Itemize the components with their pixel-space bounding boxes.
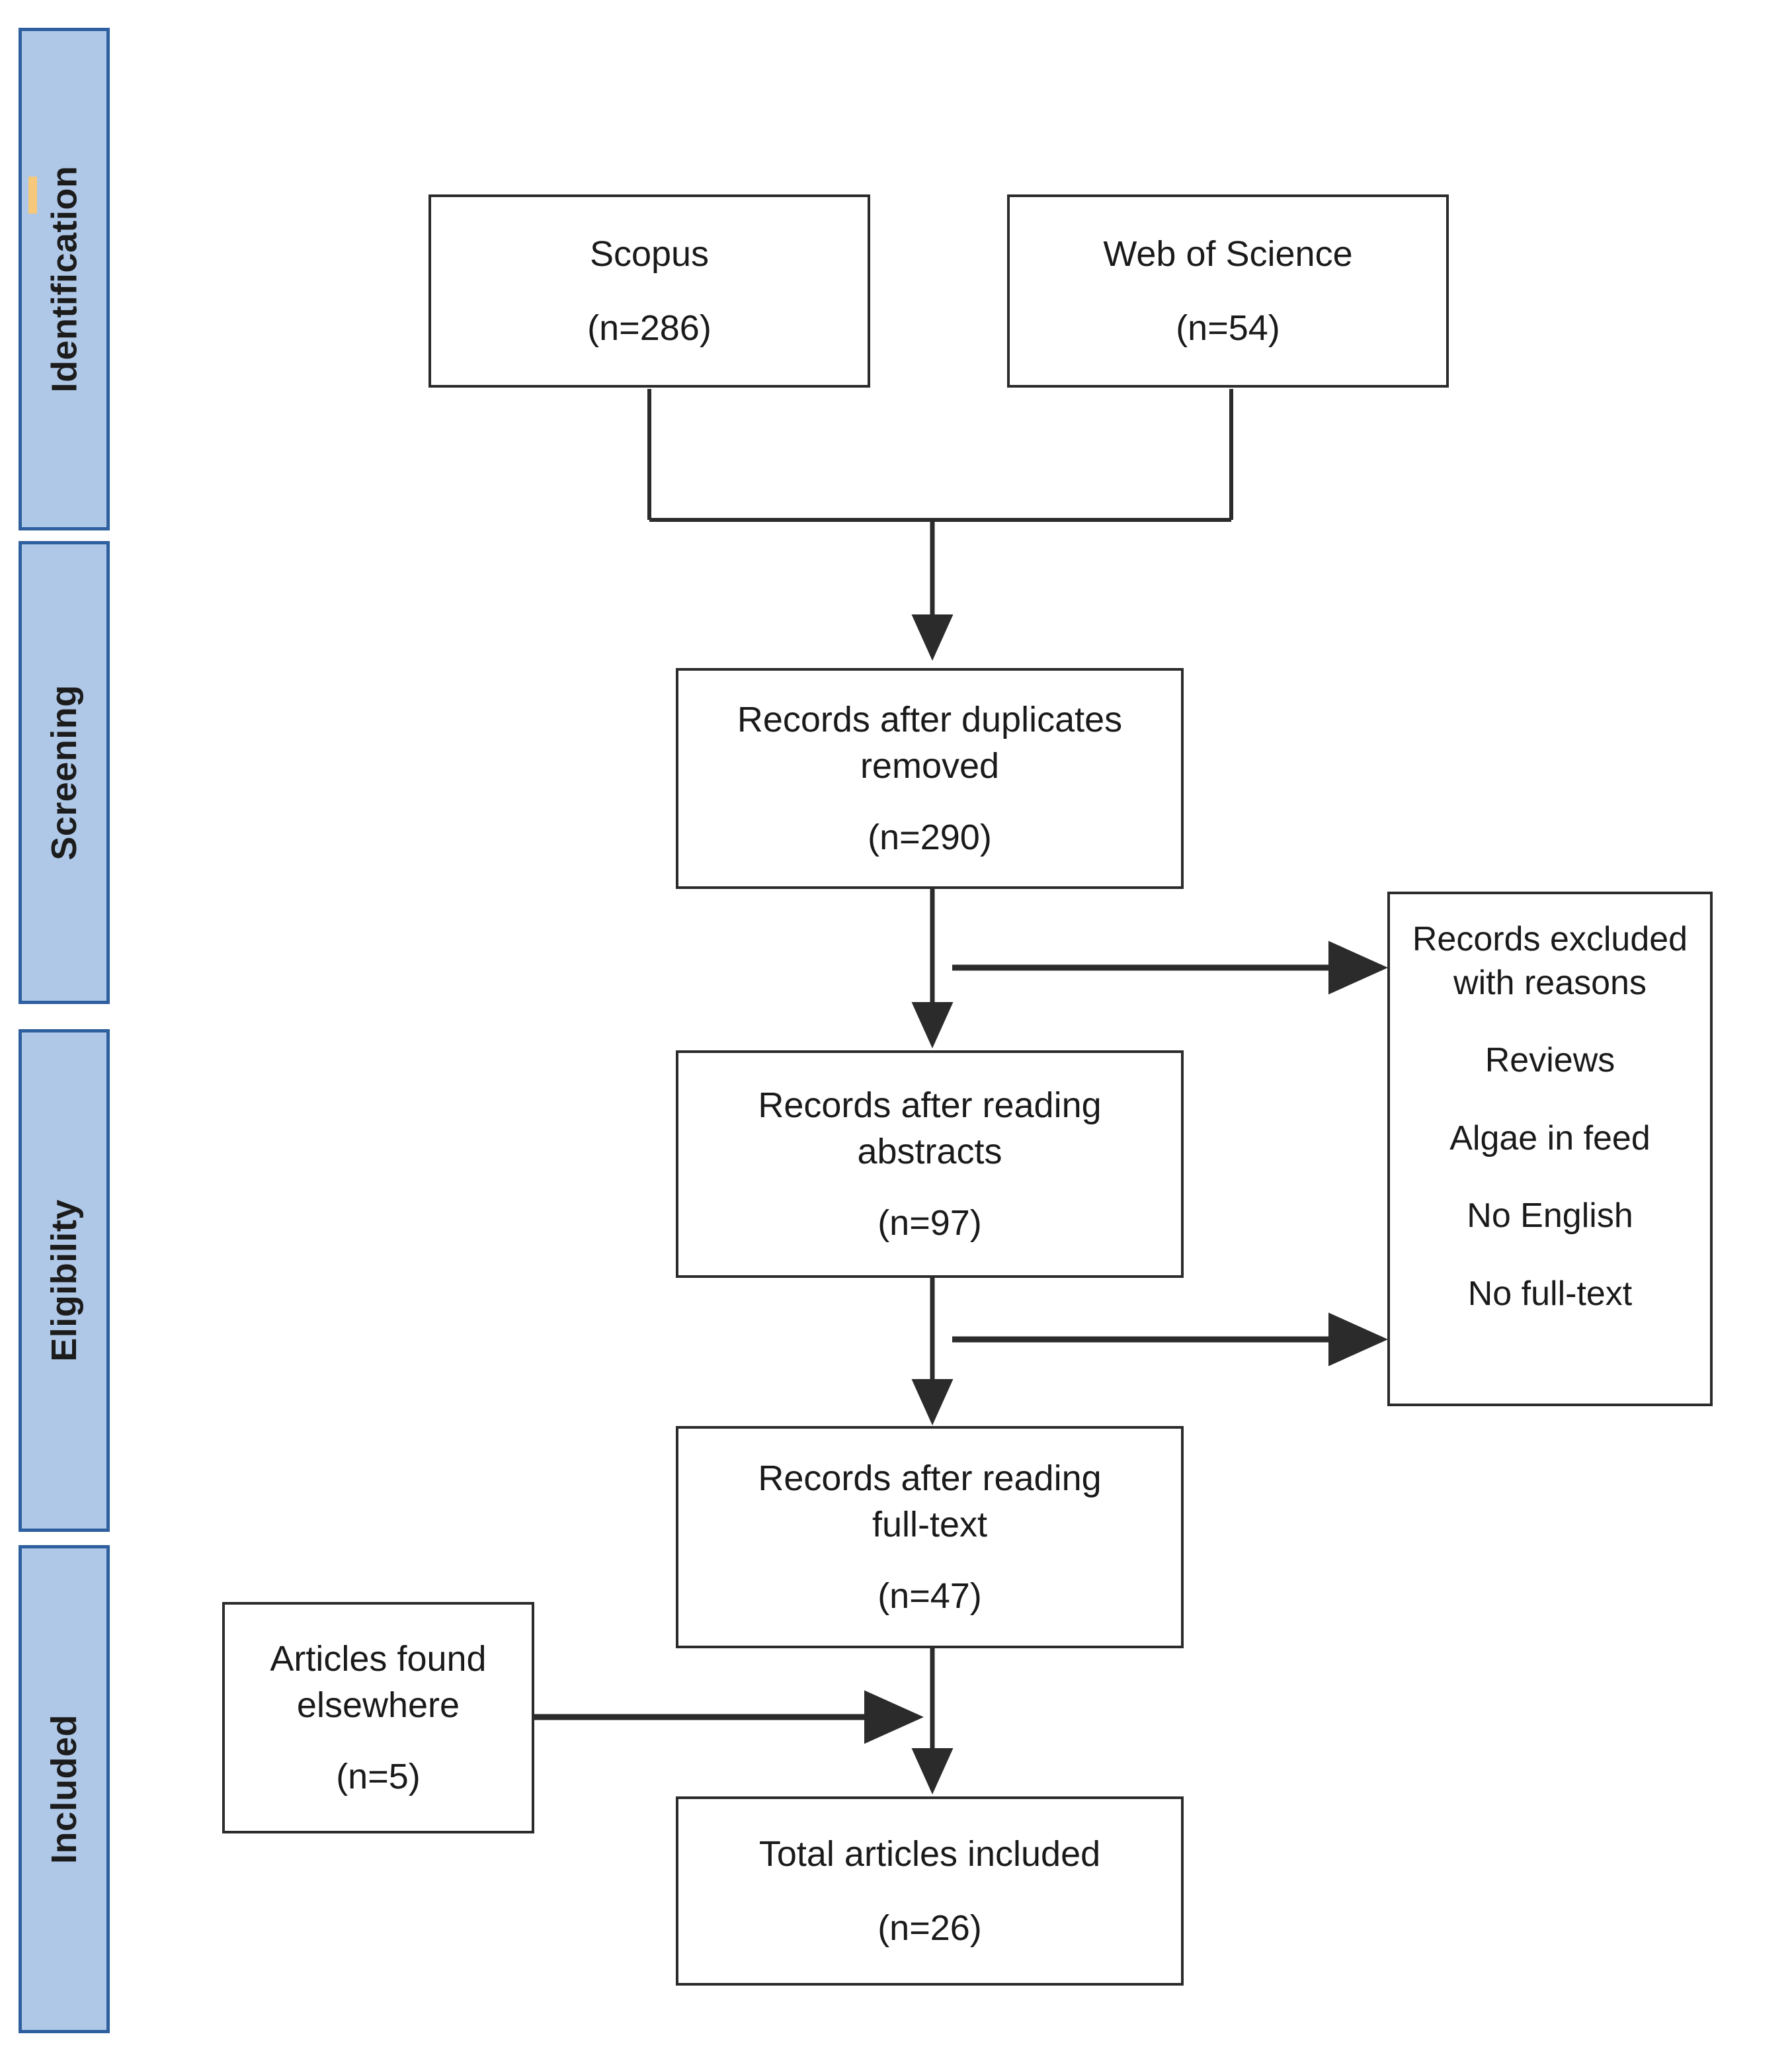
node-web-of-science-count: (n=54)	[1176, 308, 1280, 348]
node-fulltext-label-line2: full-text	[872, 1504, 988, 1544]
node-web-of-science-label: Web of Science	[1103, 233, 1353, 274]
node-fulltext-count: (n=47)	[877, 1576, 982, 1617]
node-abstracts-label-line2: abstracts	[857, 1131, 1002, 1171]
excluded-reason-no-english: No English	[1467, 1197, 1633, 1236]
excluded-reason-no-full-text: No full-text	[1467, 1274, 1633, 1313]
identification-accent-tick	[28, 177, 37, 214]
stage-label-text: Included	[44, 1714, 85, 1865]
excluded-reason-reviews: Reviews	[1485, 1041, 1615, 1080]
stage-label-text: Identification	[44, 165, 84, 393]
stage-label-text: Screening	[44, 685, 84, 861]
node-scopus[interactable]: Scopus (n=286)	[428, 194, 870, 388]
node-records-after-reading-full-text[interactable]: Records after reading full-text (n=47)	[676, 1426, 1184, 1648]
node-web-of-science[interactable]: Web of Science (n=54)	[1007, 194, 1449, 388]
excluded-title-line1: Records excluded	[1412, 920, 1688, 958]
stage-label-identification: Identification	[19, 28, 110, 530]
node-records-after-reading-abstracts[interactable]: Records after reading abstracts (n=97)	[676, 1050, 1184, 1278]
node-abstracts-label-line1: Records after reading	[758, 1085, 1102, 1125]
node-articles-found-elsewhere[interactable]: Articles found elsewhere (n=5)	[222, 1602, 534, 1833]
node-duplicates-count: (n=290)	[868, 818, 992, 858]
node-scopus-count: (n=286)	[587, 308, 712, 348]
node-elsewhere-label-line1: Articles found	[270, 1638, 487, 1679]
node-elsewhere-label-line2: elsewhere	[296, 1685, 460, 1725]
node-duplicates-label-line2: removed	[860, 745, 1000, 786]
node-scopus-label: Scopus	[589, 233, 710, 274]
stage-label-screening: Screening	[19, 541, 110, 1004]
node-total-count: (n=26)	[877, 1908, 982, 1948]
node-fulltext-label-line1: Records after reading	[758, 1458, 1102, 1498]
node-records-excluded-with-reasons[interactable]: Records excluded with reasons Reviews Al…	[1387, 892, 1713, 1406]
node-abstracts-count: (n=97)	[877, 1203, 982, 1243]
stage-label-eligibility: Eligibility	[19, 1029, 110, 1532]
node-records-after-duplicates-removed[interactable]: Records after duplicates removed (n=290)	[676, 668, 1184, 889]
node-total-label: Total articles included	[758, 1833, 1101, 1874]
excluded-title-line2: with reasons	[1453, 963, 1647, 1002]
node-total-articles-included[interactable]: Total articles included (n=26)	[676, 1796, 1184, 1986]
stage-label-included: Included	[19, 1545, 110, 2033]
edge-sources-to-duplicates	[647, 389, 1233, 661]
stage-label-text: Eligibility	[44, 1199, 84, 1362]
excluded-reason-algae-in-feed: Algae in feed	[1449, 1118, 1650, 1157]
node-duplicates-label-line1: Records after duplicates	[737, 699, 1123, 739]
node-elsewhere-count: (n=5)	[336, 1757, 421, 1797]
